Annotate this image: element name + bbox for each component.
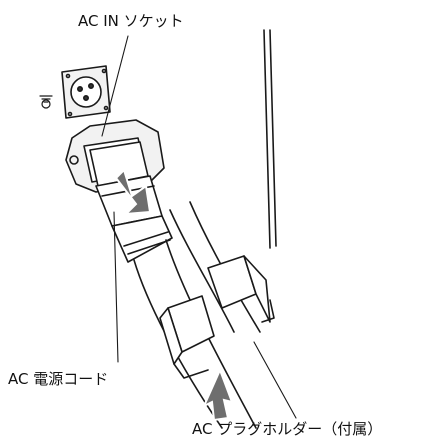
ac-in-socket-label: AC IN ソケット [78, 12, 184, 30]
ac-plug-holder [159, 255, 275, 379]
panel-edge [263, 29, 277, 249]
ac-power-cord-label: AC 電源コード [8, 370, 109, 388]
ground-symbol-icon [39, 95, 53, 109]
callout-leaders [101, 35, 297, 419]
xlr-connector [61, 65, 111, 119]
ac-plug-holder-label: AC プラグホルダー（付属） [192, 420, 383, 438]
insert-arrow-icon [201, 367, 234, 422]
insert-arrow-icon [114, 168, 152, 216]
